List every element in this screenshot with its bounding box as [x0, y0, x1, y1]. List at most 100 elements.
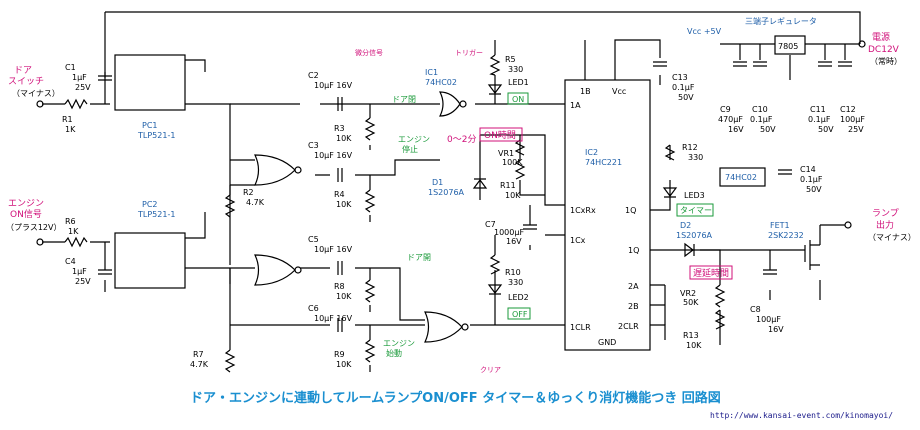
terminal-lamp [844, 221, 852, 229]
led3-symbol [662, 187, 678, 198]
c11-ref: C11 [810, 105, 826, 114]
c14-ref: C14 [800, 165, 816, 174]
c6-v: 10μF 16V [314, 314, 353, 323]
c4-v1: 1μF [72, 267, 87, 276]
source-url: http://www.kansai-event.com/kinomayoi/ [710, 411, 893, 420]
note-engine-start-2: 始動 [386, 348, 402, 358]
pin-1cxrx: 1CxRx [570, 206, 596, 215]
pin-1cx: 1Cx [570, 236, 586, 245]
pc1-ref: PC1 [142, 121, 158, 130]
c7-ref: C7 [485, 220, 496, 229]
vcc-label: Vcc +5V [687, 27, 722, 36]
c1-v2: 25V [75, 83, 91, 92]
cap-c1 [98, 75, 112, 81]
labels: ドア スイッチ （マイナス） エンジン ON信号 （プラス12V） C1 1μF… [6, 16, 916, 420]
pin-1q-bar: 1Q [625, 206, 636, 215]
cap-c14 [778, 169, 792, 175]
note-range: 0～2分 [447, 134, 476, 145]
ic2-part: 74HC221 [585, 158, 622, 167]
cap-c2 [337, 97, 343, 111]
note-delay-time: 遅延時間 [693, 267, 729, 279]
door-label-1: ドア [14, 66, 32, 76]
resistor-r10 [489, 254, 501, 275]
c8-v2: 16V [768, 325, 784, 334]
cap-c8 [763, 269, 777, 275]
note-engine-start-1: エンジン [383, 339, 415, 348]
r7-v: 4.7K [190, 360, 209, 369]
lamp-label-1: ランプ [872, 208, 899, 219]
led1-tag-box [507, 92, 529, 105]
led2-tag-box [507, 307, 531, 320]
c8-ref: C8 [750, 305, 761, 314]
note-diff-signal: 微分信号 [355, 48, 383, 57]
led2-tag: OFF [512, 310, 528, 319]
c5-v: 10μF 16V [314, 245, 353, 254]
c9-v1: 470μF [718, 115, 743, 124]
c12-v2: 25V [848, 125, 864, 134]
power-label-2: DC12V [868, 45, 900, 55]
c7-v1: 1000μF [494, 228, 524, 237]
r9-v: 10K [336, 360, 352, 369]
r5-ref: R5 [505, 55, 516, 64]
c12-ref: C12 [840, 105, 856, 114]
c5-ref: C5 [308, 235, 319, 244]
r10-ref: R10 [505, 268, 521, 277]
r8-v: 10K [336, 292, 352, 301]
r11-ref: R11 [500, 181, 516, 190]
pc2-part: TLP521-1 [137, 210, 175, 219]
engine-polarity: （プラス12V） [6, 223, 62, 232]
pin-1q: 1Q [628, 246, 639, 255]
delay-time-box [689, 265, 733, 280]
r3-ref: R3 [334, 124, 345, 133]
r1-v: 1K [65, 125, 76, 134]
ic-74hc02-supply-box [719, 167, 766, 187]
resistor-r11 [514, 159, 526, 180]
c13-ref: C13 [672, 73, 688, 82]
door-polarity: （マイナス） [12, 89, 60, 98]
c14-v1: 0.1μF [800, 175, 823, 184]
diode-d1 [472, 178, 488, 189]
cap-c9 [733, 61, 747, 67]
resistor-r12 [664, 144, 676, 161]
cap-c11 [818, 61, 832, 67]
c3-v: 10μF 16V [314, 151, 353, 160]
note-door-closed: ドア閉 [392, 95, 416, 104]
terminal-engine [36, 238, 44, 246]
cap-c12 [838, 61, 852, 67]
c9-v2: 16V [728, 125, 744, 134]
pin-2clr: 2CLR [618, 322, 639, 331]
pin-1b: 1B [580, 87, 591, 96]
resistor-r7 [224, 349, 236, 373]
ic2-ref: IC2 [585, 148, 598, 157]
fet1-ref: FET1 [770, 221, 790, 230]
d2-part: 1S2076A [676, 231, 713, 240]
led2-ref: LED2 [508, 293, 529, 302]
c11-v1: 0.1μF [808, 115, 831, 124]
diode-d2 [684, 242, 695, 258]
power-label-1: 電源 [872, 32, 890, 43]
c14-v2: 50V [806, 185, 822, 194]
resistor-r9 [364, 339, 376, 363]
c11-v2: 50V [818, 125, 834, 134]
pin-1a: 1A [570, 101, 581, 110]
c1-ref: C1 [65, 63, 76, 72]
c10-ref: C10 [752, 105, 768, 114]
led3-tag-box [676, 203, 714, 217]
fet1-part: 2SK2232 [768, 231, 804, 240]
resistor-r1 [64, 98, 88, 110]
led2-symbol [487, 284, 503, 295]
pin-2a: 2A [628, 282, 639, 291]
resistor-vr1 [514, 139, 526, 156]
cap-c10 [753, 61, 767, 67]
c2-v: 10μF 16V [314, 81, 353, 90]
cap-c7 [523, 224, 537, 230]
note-door-open: ドア開 [407, 253, 431, 262]
d1-ref: D1 [432, 178, 443, 187]
note-trigger: トリガー [455, 48, 483, 57]
r11-v: 10K [505, 191, 521, 200]
r10-v: 330 [508, 278, 523, 287]
note-engine-stop-2: 停止 [402, 144, 418, 154]
led3-ref: LED3 [684, 191, 705, 200]
